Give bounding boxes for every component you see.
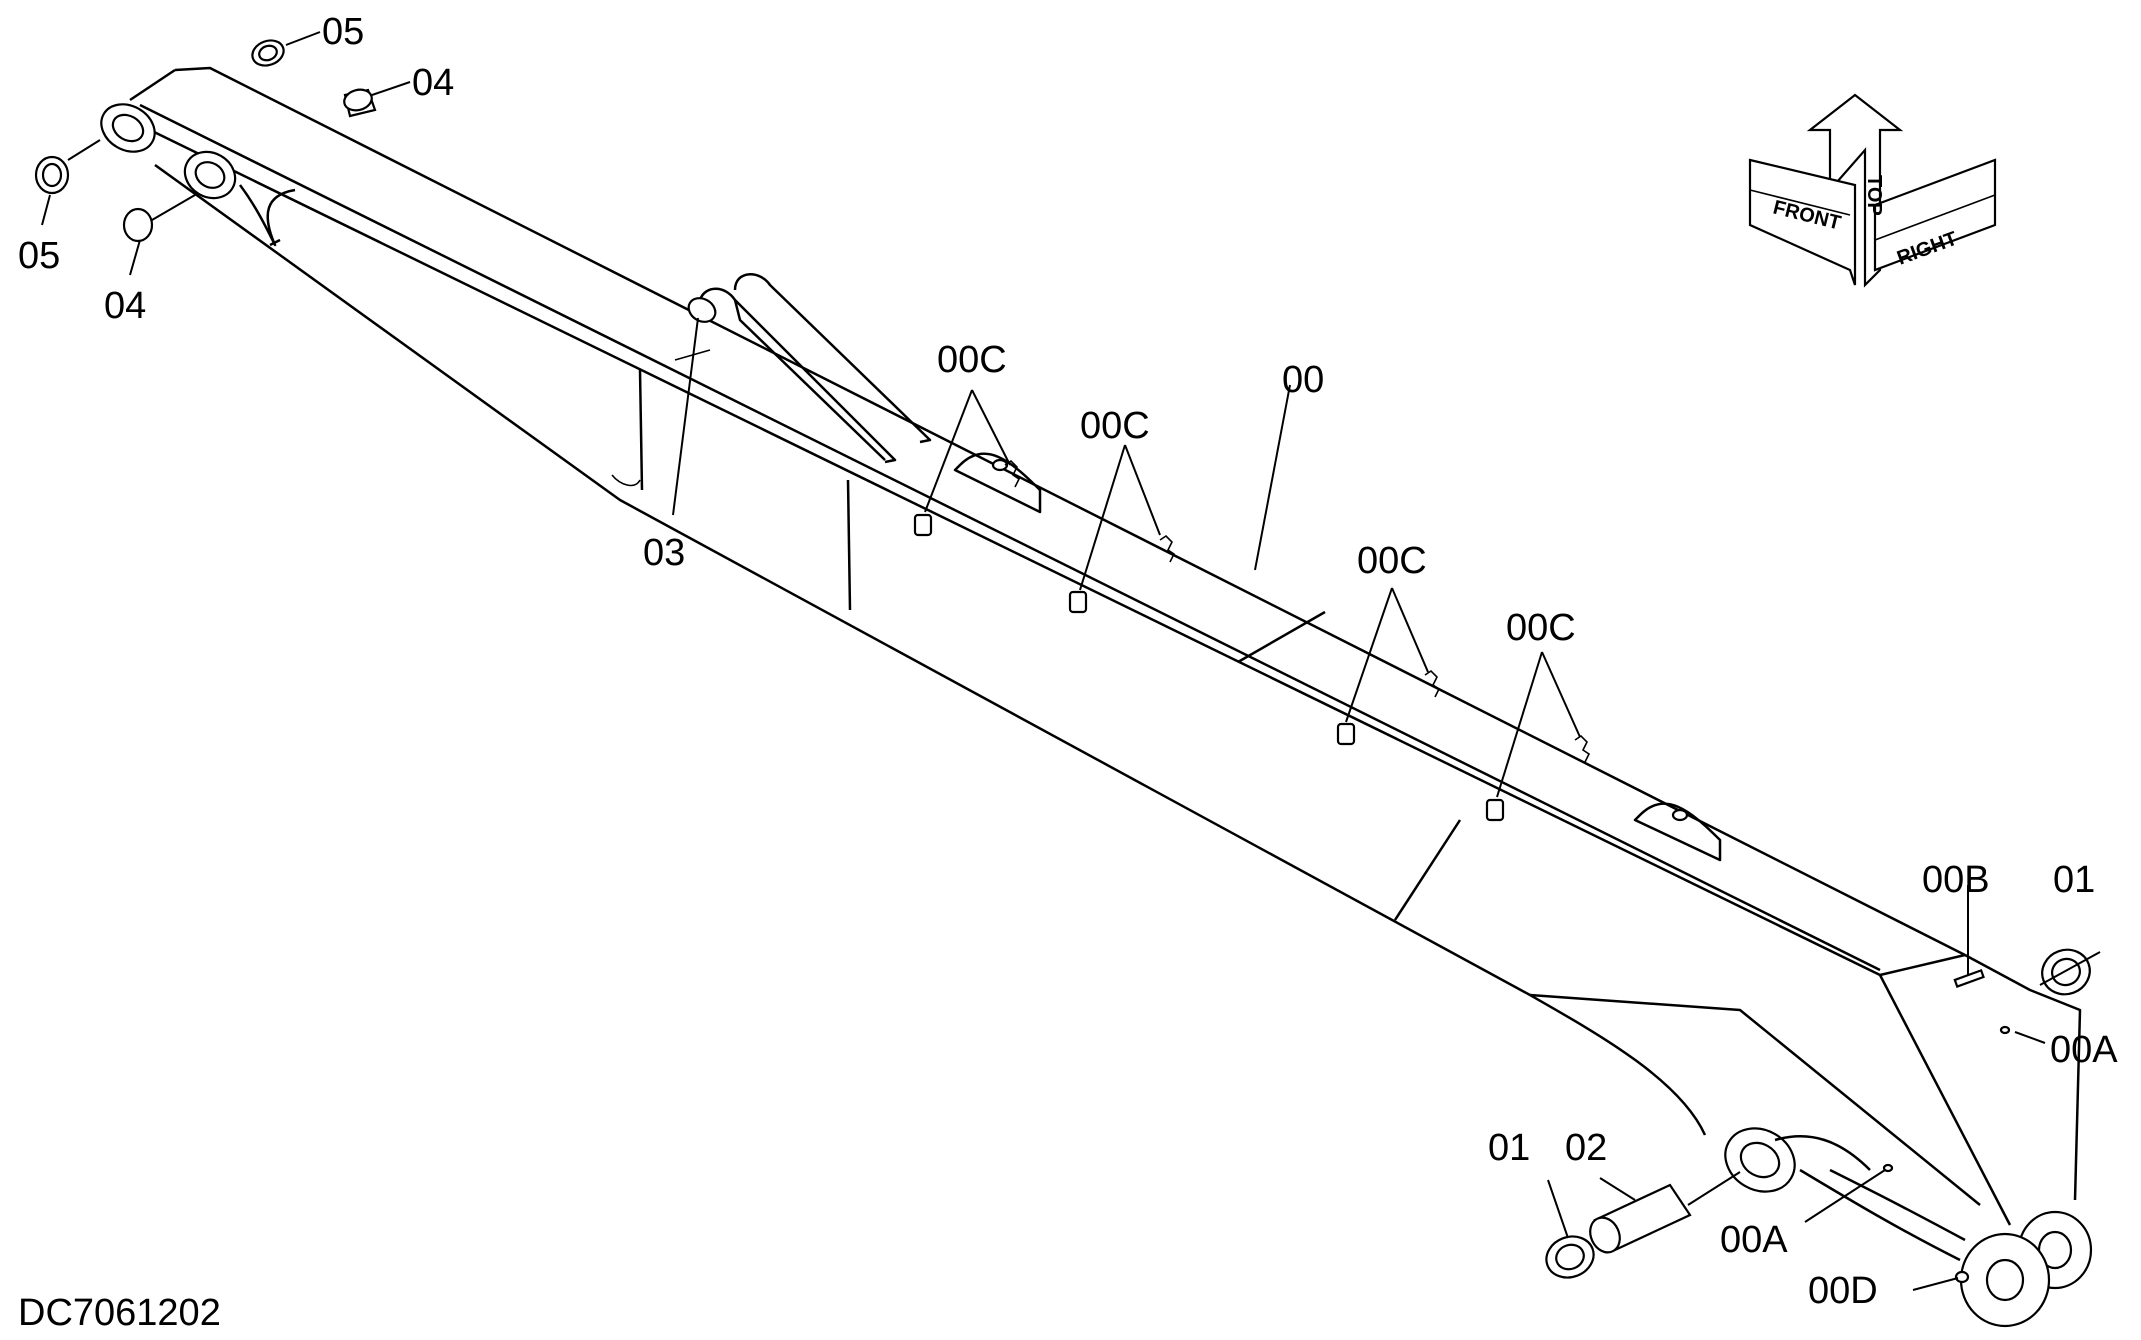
callout-01-bottom: 01 <box>1488 1127 1530 1169</box>
callout-05-top: 05 <box>322 11 364 53</box>
callout-00: 00 <box>1282 359 1324 401</box>
loose-parts <box>34 39 2091 1284</box>
callout-00d: 00D <box>1808 1270 1878 1312</box>
callout-00a-bottom: 00A <box>1720 1219 1788 1261</box>
callout-labels: 05 04 05 04 03 00 00C 00C 00C 00C 00B 01… <box>18 11 2118 1312</box>
callout-05-left: 05 <box>18 235 60 277</box>
callout-00a-right: 00A <box>2050 1029 2118 1071</box>
right-boss <box>1724 1127 2093 1328</box>
callout-00c-4: 00C <box>1506 607 1576 649</box>
pipe-clamps <box>913 459 1591 822</box>
boom-body <box>129 66 2082 1226</box>
callout-03: 03 <box>643 532 685 574</box>
cylinder-bracket <box>674 273 932 464</box>
leader-lines <box>41 31 2101 1291</box>
front-arrow-icon <box>1748 158 1857 286</box>
drawing-code: DC7061202 <box>18 1292 221 1334</box>
left-boss <box>100 103 237 200</box>
callout-02: 02 <box>1565 1127 1607 1169</box>
callout-00c-3: 00C <box>1357 540 1427 582</box>
callout-04-left: 04 <box>104 285 146 327</box>
pipe-brackets <box>953 452 1722 862</box>
callout-01-right: 01 <box>2053 859 2095 901</box>
callout-00b: 00B <box>1922 859 1990 901</box>
callout-04-top: 04 <box>412 62 454 104</box>
orientation-indicator: FRONT TOP RIGHT <box>1748 93 1997 288</box>
orientation-top-label: TOP <box>1863 175 1885 216</box>
callout-00c-2: 00C <box>1080 405 1150 447</box>
right-arrow-icon <box>1873 158 1997 272</box>
callout-00c-1: 00C <box>937 339 1007 381</box>
